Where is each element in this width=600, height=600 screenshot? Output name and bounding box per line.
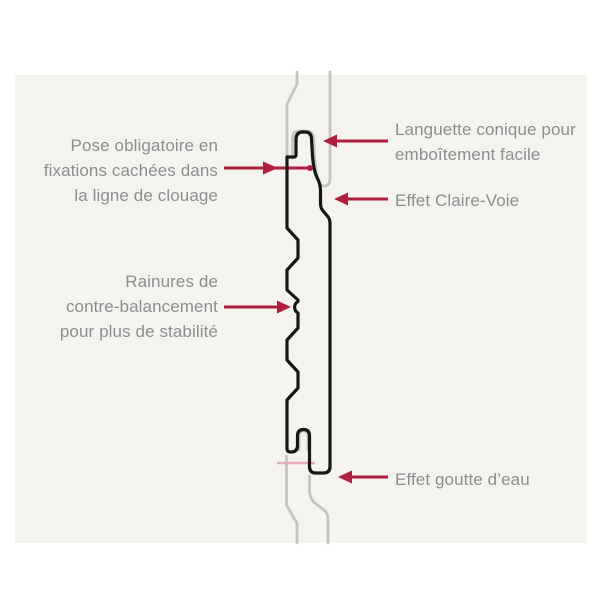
label-line: pour plus de stabilité bbox=[59, 322, 218, 341]
label-line: fixations cachées dans bbox=[43, 161, 218, 180]
arrow-left-icon bbox=[338, 470, 352, 484]
label-tongue: Languette conique pour emboîtement facil… bbox=[395, 117, 576, 167]
upper-board-profile bbox=[285, 70, 332, 188]
label-line: emboîtement facile bbox=[395, 145, 541, 164]
label-counterbalance-grooves: Rainures de contre-balancement pour plus… bbox=[60, 269, 218, 344]
upper-board-back-edge bbox=[285, 70, 299, 157]
label-line: Effet goutte d’eau bbox=[395, 470, 530, 489]
label-line: Pose obligatoire en bbox=[70, 136, 218, 155]
lower-board-tongue bbox=[297, 429, 310, 452]
label-line: Rainures de bbox=[125, 272, 218, 291]
arrow-left-icon bbox=[334, 192, 348, 206]
annotation-arrows bbox=[224, 134, 388, 484]
arrow-left-icon bbox=[323, 134, 337, 148]
drip-edge-arrow bbox=[338, 470, 388, 484]
claire-voie-arrow bbox=[334, 192, 388, 206]
label-line: Languette conique pour bbox=[395, 120, 576, 139]
hidden-fixings-arrow bbox=[224, 161, 313, 175]
diagram-background-panel bbox=[15, 75, 587, 543]
lower-board-back-edge bbox=[285, 454, 299, 545]
lower-board-profile bbox=[285, 429, 330, 545]
label-line: contre-balancement bbox=[65, 297, 218, 316]
nail-line-end-dot bbox=[307, 165, 313, 171]
main-board-profile bbox=[285, 130, 332, 475]
arrow-right-icon bbox=[263, 161, 278, 175]
label-line: la ligne de clouage bbox=[74, 186, 218, 205]
tongue-arrow bbox=[323, 134, 388, 148]
label-drip-edge: Effet goutte d’eau bbox=[395, 467, 530, 492]
label-claire-voie: Effet Claire-Voie bbox=[395, 188, 519, 213]
arrow-right-icon bbox=[277, 300, 291, 314]
upper-board-groove-and-lip bbox=[291, 70, 332, 188]
lower-board-front-step bbox=[308, 474, 330, 545]
label-hidden-fixings: Pose obligatoire en fixations cachées da… bbox=[44, 133, 218, 208]
counterbalance-grooves-arrow bbox=[224, 300, 291, 314]
label-line: Effet Claire-Voie bbox=[395, 191, 520, 210]
main-board-outline bbox=[285, 130, 332, 475]
